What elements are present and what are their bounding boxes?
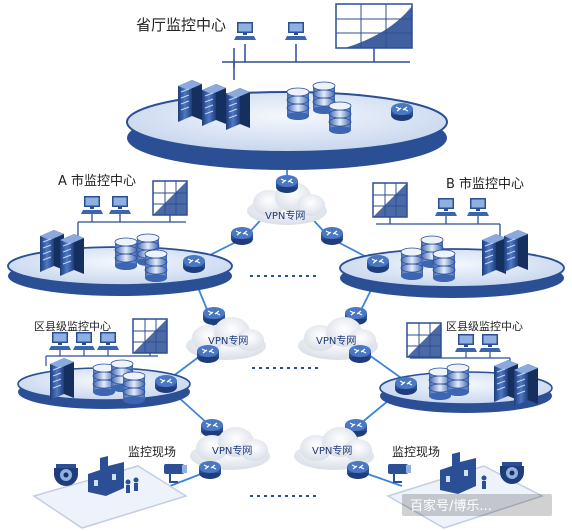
database-icon	[144, 249, 168, 283]
workstation-icon	[479, 334, 501, 352]
vpn-cloud-bottom-right: VPN专网	[294, 418, 374, 480]
vpn-label: VPN专网	[208, 334, 248, 347]
workstation-icon	[285, 22, 307, 40]
router-icon	[230, 226, 254, 246]
vpn-label: VPN专网	[312, 444, 352, 457]
database-icon	[446, 363, 470, 397]
router-icon	[320, 226, 344, 246]
router-icon	[198, 460, 222, 480]
bullet-camera-icon	[163, 463, 188, 483]
database-icon	[432, 249, 456, 283]
server-icon	[481, 233, 507, 277]
router-icon	[182, 254, 206, 274]
router-icon	[348, 344, 372, 364]
district-left-center: 区县级监控中心	[17, 318, 191, 409]
router-icon	[394, 376, 418, 396]
workstation-icon	[435, 198, 457, 216]
vpn-label: VPN专网	[316, 334, 356, 347]
workstation-icon	[73, 332, 95, 350]
watermark-text: 百家号/博乐...	[410, 498, 492, 514]
vpn-cloud-top: VPN专网	[230, 174, 344, 246]
server-icon	[225, 87, 251, 131]
site-left: 监控现场	[32, 445, 188, 529]
site-right-label: 监控现场	[392, 445, 440, 459]
province-center-label: 省厅监控中心	[136, 16, 226, 34]
people-icon	[481, 475, 487, 489]
vpn-cloud-mid-left: VPN专网	[186, 306, 266, 364]
vpn-cloud-bottom-left: VPN专网	[190, 418, 270, 480]
video-wall-icon	[132, 318, 168, 354]
workstation-icon	[234, 22, 256, 40]
workstation-icon	[467, 198, 489, 216]
video-wall-icon	[372, 182, 408, 218]
city-b-center: B 市监控中心	[339, 176, 565, 298]
dotted-separators	[250, 275, 320, 497]
bullet-camera-icon	[387, 463, 412, 483]
workstation-icon	[109, 196, 131, 214]
building-icon	[440, 452, 476, 494]
router-icon	[346, 460, 370, 480]
router-icon	[366, 254, 390, 274]
watermark: 百家号/博乐...	[402, 494, 552, 516]
workstation-icon	[81, 196, 103, 214]
workstation-icon	[455, 334, 477, 352]
server-icon	[201, 83, 227, 127]
people-icon	[125, 477, 139, 493]
district-left-label: 区县级监控中心	[34, 319, 111, 333]
vpn-label: VPN专网	[212, 444, 252, 457]
district-right-label: 区县级监控中心	[446, 319, 523, 333]
vpn-cloud-mid-right: VPN专网	[298, 306, 378, 364]
video-wall-icon	[335, 3, 413, 49]
router-icon	[390, 102, 414, 122]
city-a-label: A 市监控中心	[58, 173, 136, 189]
router-icon	[154, 374, 178, 394]
router-icon	[275, 174, 299, 194]
city-a-center: A 市监控中心	[7, 173, 233, 296]
dome-camera-icon	[54, 464, 78, 486]
server-icon	[513, 363, 539, 407]
router-icon	[196, 344, 220, 364]
database-icon	[328, 101, 352, 135]
database-icon	[114, 237, 138, 271]
city-b-label: B 市监控中心	[446, 176, 524, 192]
server-icon	[49, 357, 75, 401]
vpn-label: VPN专网	[265, 209, 305, 222]
server-icon	[177, 79, 203, 123]
video-wall-icon	[152, 180, 188, 216]
workstation-icon	[49, 332, 71, 350]
database-icon	[400, 247, 424, 281]
database-icon	[122, 371, 146, 405]
province-center: 省厅监控中心	[126, 3, 448, 170]
workstation-icon	[97, 332, 119, 350]
district-right-center: 区县级监控中心	[379, 319, 553, 413]
site-left-label: 监控现场	[128, 445, 176, 459]
building-icon	[88, 456, 124, 496]
database-icon	[286, 87, 310, 121]
server-icon	[59, 233, 85, 277]
router-icon	[200, 418, 224, 438]
server-icon	[503, 229, 529, 273]
site-right: 监控现场	[386, 445, 544, 529]
video-wall-icon	[406, 322, 442, 358]
